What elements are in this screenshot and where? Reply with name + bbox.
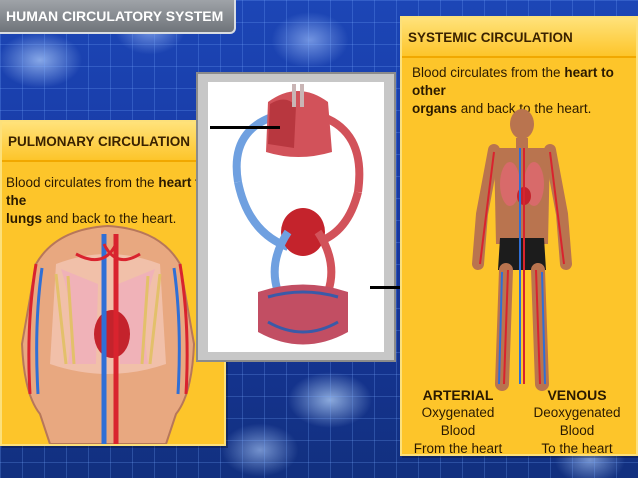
- pulmonary-header: PULMONARY CIRCULATION: [2, 122, 224, 162]
- systemic-panel: SYSTEMIC CIRCULATION Blood circulates fr…: [400, 16, 638, 456]
- systemic-header: SYSTEMIC CIRCULATION: [402, 18, 636, 58]
- systemic-heading: SYSTEMIC CIRCULATION: [408, 30, 573, 45]
- circulation-diagram-card: [196, 72, 396, 362]
- title-bar: HUMAN CIRCULATORY SYSTEM: [0, 0, 236, 34]
- pulmonary-description: Blood circulates from the heart to the l…: [6, 175, 208, 226]
- human-body-illustration: [472, 109, 572, 391]
- connector-line-top: [210, 126, 280, 129]
- circulation-diagram: [208, 82, 384, 352]
- systemic-description: Blood circulates from the heart to other…: [412, 65, 614, 116]
- pulmonary-heading: PULMONARY CIRCULATION: [8, 134, 190, 149]
- pulmonary-panel: PULMONARY CIRCULATION Blood circulates f…: [0, 120, 226, 446]
- venous-legend: VENOUS Deoxygenated Blood To the heart: [533, 387, 621, 456]
- arterial-legend: ARTERIAL Oxygenated Blood From the heart: [413, 387, 503, 456]
- page-title: HUMAN CIRCULATORY SYSTEM: [6, 8, 224, 24]
- double-circulation-diagram: [232, 84, 364, 345]
- torso-illustration: [20, 224, 196, 444]
